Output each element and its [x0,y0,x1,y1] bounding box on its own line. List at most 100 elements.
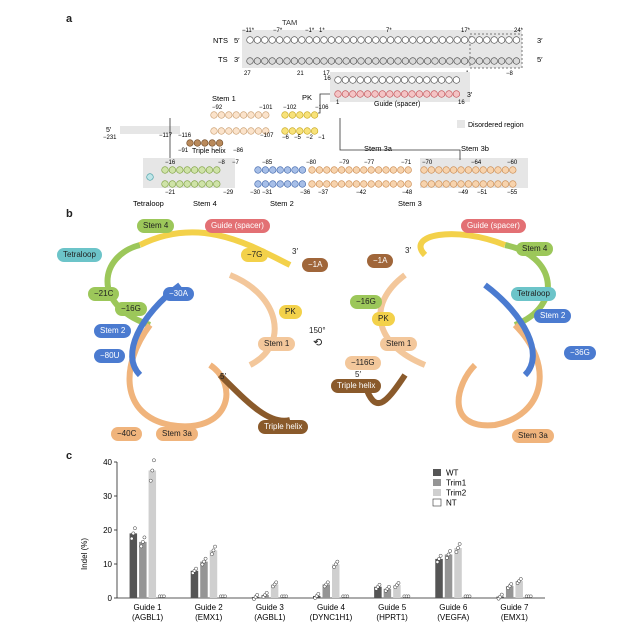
nucleotide [345,180,353,188]
replicate-dot [140,540,145,544]
guide-pos-2: 16 [458,100,465,106]
nucleotide [305,57,313,65]
replicate-dot [129,536,134,541]
replicate-dot [223,594,227,598]
nucleotide [352,180,361,188]
b-left-3prime: 3′ [292,247,298,256]
nucleotide [372,36,380,44]
nucleotide [397,166,405,174]
nucleotide [290,57,299,65]
nucleotide [213,166,221,174]
tetraloop-label: Tetraloop [133,199,164,208]
x-tick-label: (AGBL1) [254,613,285,622]
b-right-5prime: 5′ [355,370,361,379]
nucleotide [364,36,373,44]
nucleotide [487,166,495,174]
stem4-label: Stem 4 [193,199,217,208]
nucleotide [360,166,368,174]
nucleotide [269,180,277,188]
nucleotide [210,127,218,135]
nts-3prime: 3′ [537,36,543,45]
nucleotide [349,76,357,84]
nucleotide [283,57,291,65]
nucleotide [438,57,447,65]
nucleotide [472,180,480,188]
nucleotide [393,76,401,84]
nucleotide [305,36,313,44]
nucleotide [191,166,199,174]
nucleotide [404,180,412,188]
nts-5prime: 5′ [234,36,240,45]
x-tick-label: Guide 5 [378,603,407,612]
b-left-pk: PK [279,305,302,319]
nucleotide [501,180,510,188]
nucleotide [372,57,380,65]
nucleotide [367,166,375,174]
nucleotide [401,90,409,98]
nucleotide [290,36,299,44]
replicate-dot [148,478,153,483]
lower-pos-4: −29 [223,190,234,196]
nucleotide [261,166,270,174]
nucleotide [303,111,311,119]
nucleotide [408,76,416,84]
nucleotide [430,90,438,98]
nucleotide [350,57,358,65]
nucleotide [311,127,319,135]
nucleotide [438,90,446,98]
nucleotide [308,166,316,174]
b-right-stem2: Stem 2 [534,309,572,323]
stem2-label: Stem 2 [270,199,294,208]
nucleotide [262,127,270,135]
nucleotide [364,76,372,84]
legend-label: WT [446,469,459,478]
nucleotide [379,57,387,65]
nucleotide [487,180,495,188]
bar-trim2 [209,550,218,598]
nucleotide [298,57,306,65]
nucleotide [253,36,261,44]
y-axis-label: Indel (%) [80,538,89,570]
nucleotide [240,127,248,135]
nucleotide [225,111,233,119]
b-right-1a: −1A [367,254,394,268]
nts-pos-1: −7* [273,28,283,34]
nucleotide [288,111,297,119]
replicate-dot [316,592,321,596]
guide-pos-1: 1 [336,100,340,106]
stem1-label: Stem 1 [212,94,236,103]
nucleotide [261,36,269,44]
replicate-dot [333,562,338,567]
nucleotide [483,57,491,65]
nucleotide [296,111,304,119]
replicate-dot [518,577,523,581]
nucleotide [430,76,438,84]
ts-nucleotides [246,57,521,65]
rotation-icon: ⟲ [313,337,323,349]
nucleotide [450,166,458,174]
replicate-dot [445,556,449,560]
nucleotide [296,127,304,135]
legend-swatch [433,469,441,476]
b-right-triple-helix: Triple helix [331,379,382,393]
stem1-pos-2: −102 [283,105,297,111]
y-tick-label: 40 [103,458,112,467]
bar-trim1 [200,561,208,598]
nucleotide [341,76,350,84]
bar-trim1 [322,584,330,598]
b-right-36g: −36G [564,346,596,360]
replicate-dot [210,552,214,557]
bar-trim1 [505,586,514,598]
nts-pos-3: 1* [319,28,325,34]
replicate-dot [194,566,198,571]
nucleotide [498,36,506,44]
replicate-dot [139,544,144,549]
nucleotide [327,57,336,65]
stem1-pos-11: −231 [103,135,117,141]
replicate-dot [437,557,441,561]
replicate-dot [529,594,533,598]
nucleotide [254,127,262,135]
nucleotide [367,180,375,188]
nucleotide [438,76,446,84]
